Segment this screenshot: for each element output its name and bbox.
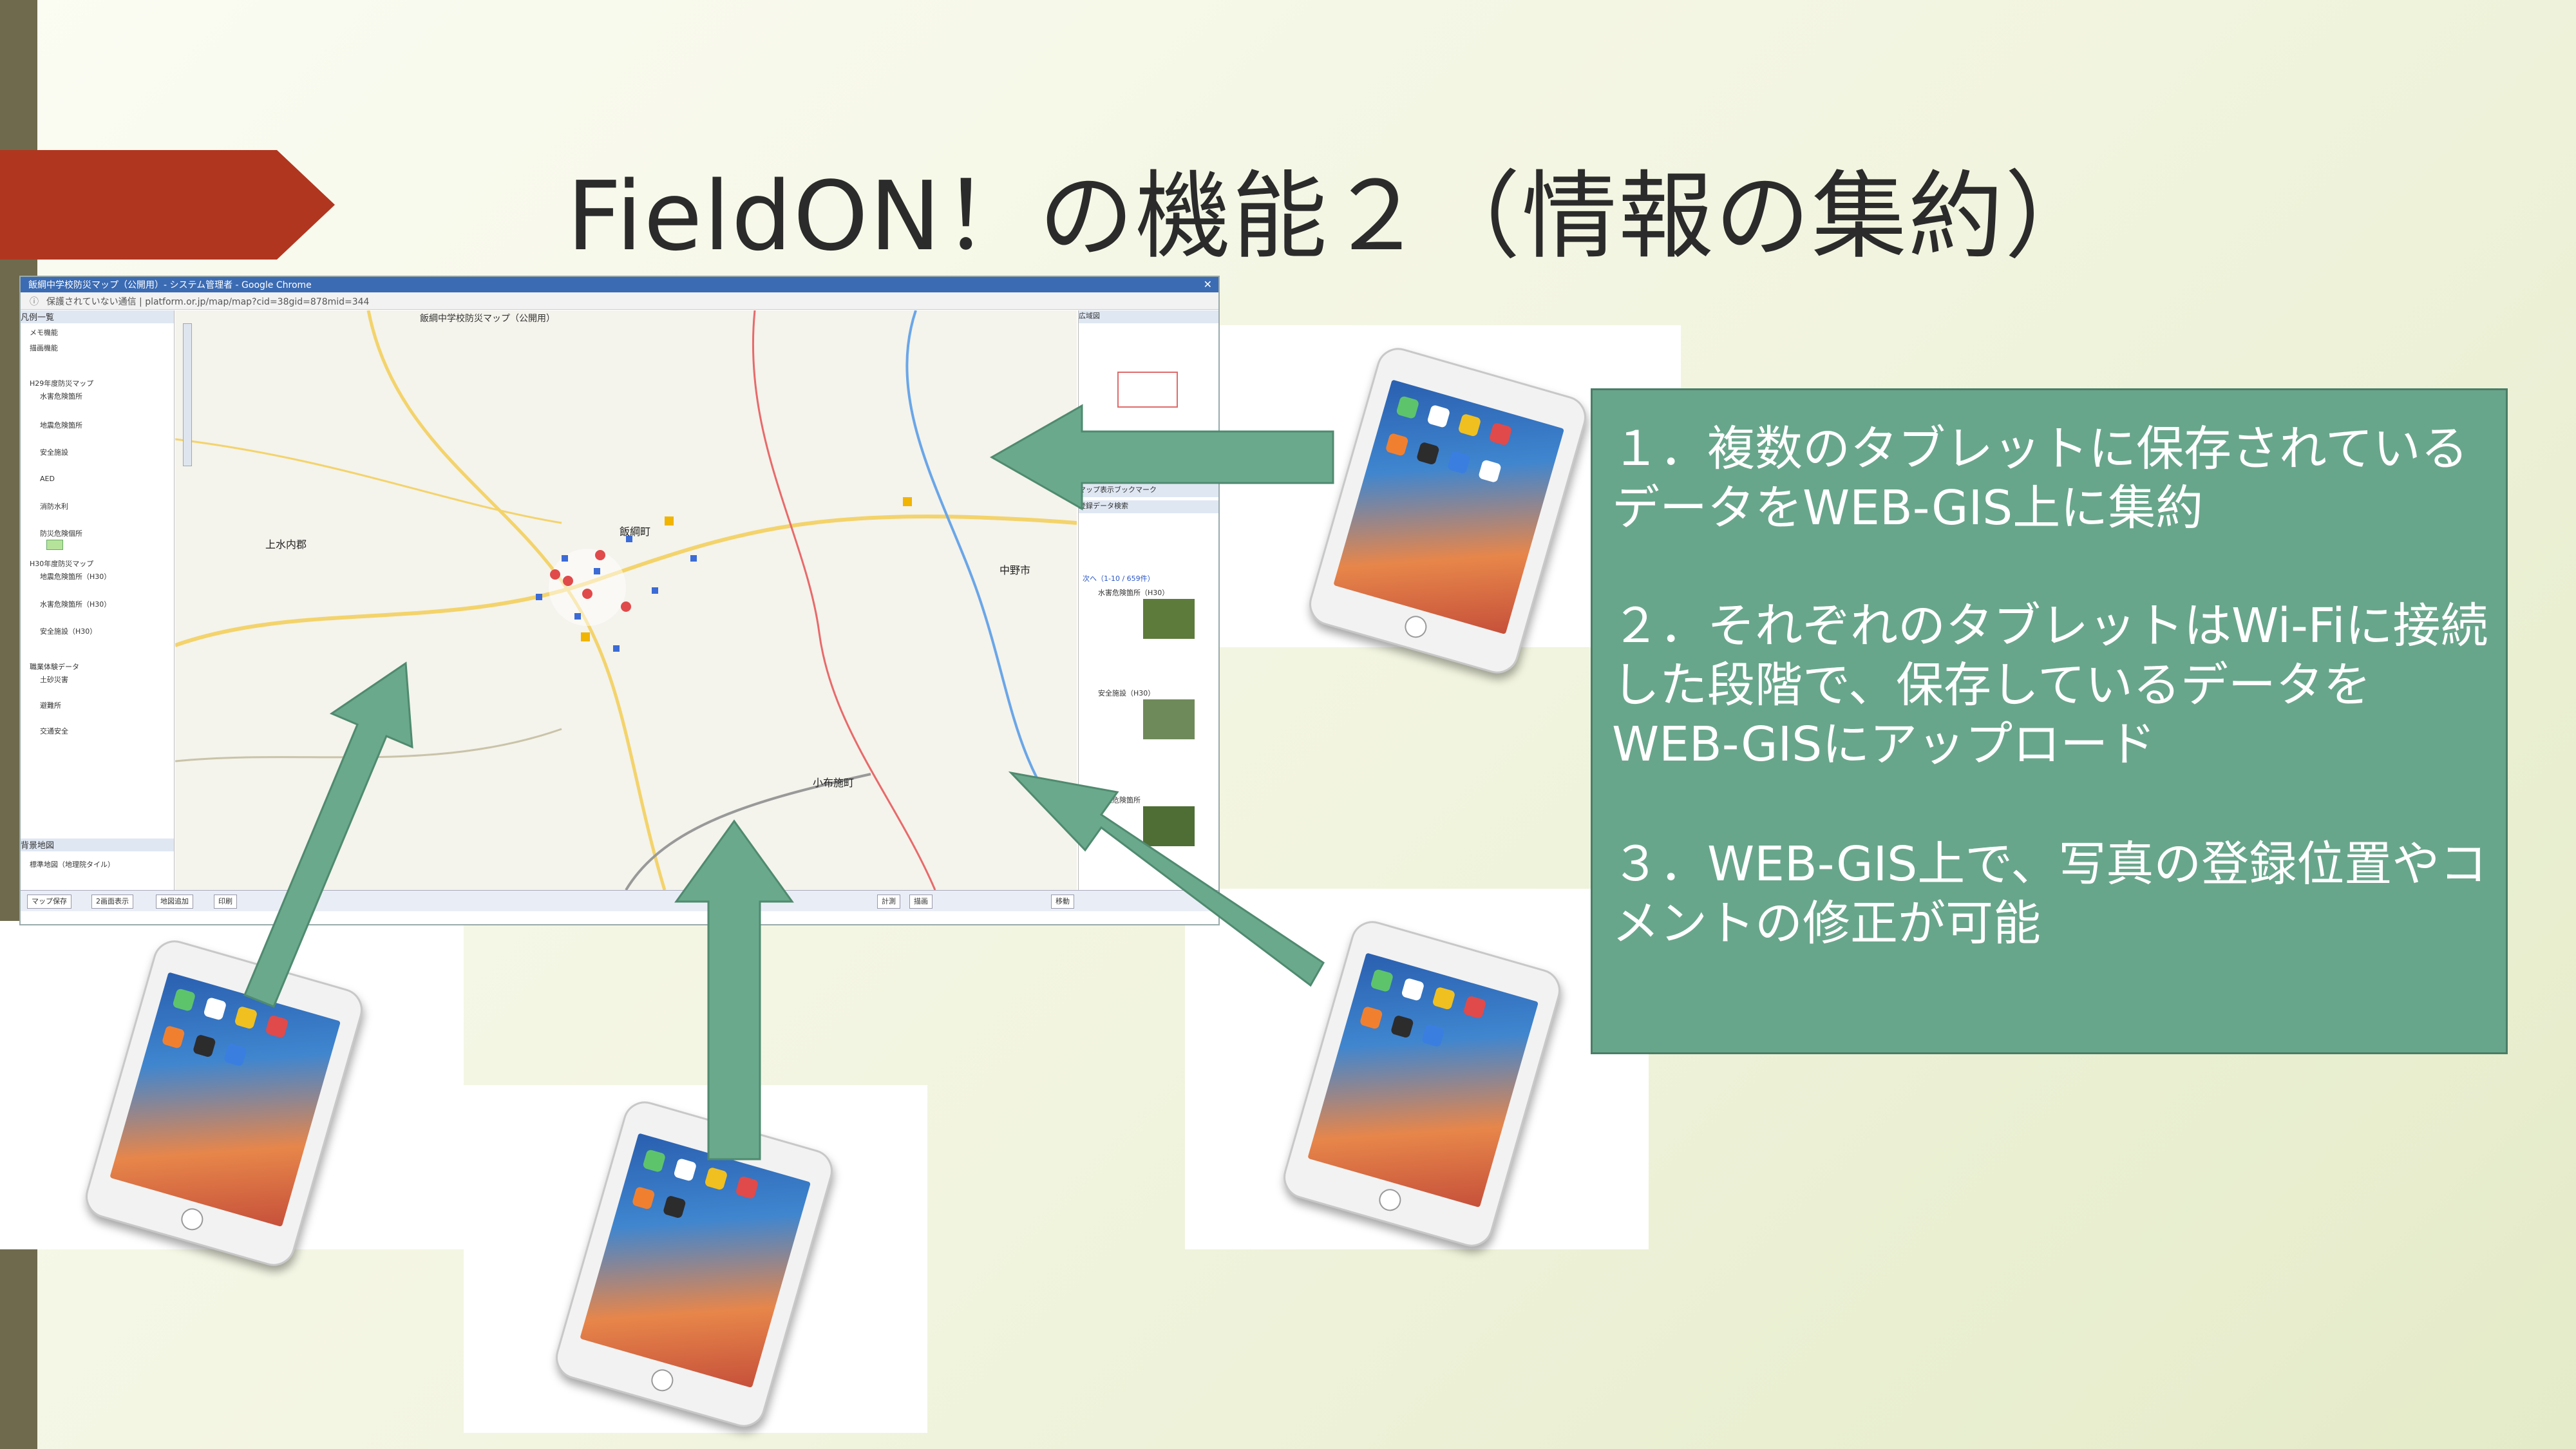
result-record[interactable]: 水害危険箇所（H30） [1098, 589, 1170, 597]
legend-item[interactable]: 消防水利 [40, 502, 68, 511]
result-photo[interactable] [1143, 699, 1195, 739]
webgis-screenshot: 飯綱中学校防災マップ（公開用）- システム管理者 - Google Chrome… [19, 276, 1220, 925]
legend-item[interactable]: 避難所 [40, 701, 61, 710]
title-arrow-shape [0, 150, 335, 260]
close-icon[interactable]: ✕ [1203, 278, 1212, 290]
legend-item[interactable]: 描画機能 [30, 344, 58, 352]
legend-panel: 凡例一覧 メモ機能 描画機能 H29年度防災マップ 水害危険箇所 地震危険箇所 … [21, 310, 175, 890]
info-box: １．複数のタブレットに保存されているデータをWEB-GIS上に集約 ２．それぞれ… [1591, 388, 2508, 1054]
browser-title: 飯綱中学校防災マップ（公開用）- システム管理者 - Google Chrome [28, 280, 312, 290]
legend-item[interactable]: AED [40, 475, 55, 483]
measure-button[interactable]: 計測 [877, 895, 900, 909]
legend-swatch [46, 540, 63, 550]
legend-item[interactable]: 防災危険個所 [40, 529, 82, 538]
print-button[interactable]: 印刷 [214, 895, 237, 909]
map-title: 飯綱中学校防災マップ（公開用） [420, 314, 555, 324]
map-roads [175, 310, 1077, 890]
browser-titlebar: 飯綱中学校防災マップ（公開用）- システム管理者 - Google Chrome… [21, 277, 1218, 292]
point-1: １．複数のタブレットに保存されているデータをWEB-GIS上に集約 [1612, 421, 2468, 536]
map-label-city: 上水内郡 [265, 538, 307, 551]
result-photo[interactable] [1143, 599, 1195, 639]
lock-icon: ⓘ [30, 297, 39, 307]
url-text: 保護されていない通信 | platform.or.jp/map/map?cid=… [46, 297, 370, 307]
draw-button[interactable]: 描画 [909, 895, 933, 909]
legend-item[interactable]: 交通安全 [40, 727, 68, 735]
legend-title: 凡例一覧 [21, 310, 174, 323]
map-canvas[interactable]: 上水内郡 飯綱町 中野市 小布施町 [175, 310, 1077, 890]
legend-item[interactable]: 安全施設 [40, 448, 68, 457]
slide-title: FieldON！の機能２（情報の集約） [567, 161, 2101, 272]
legend-item[interactable]: 職業体験データ [30, 663, 79, 671]
save-map-button[interactable]: マップ保存 [27, 895, 71, 909]
map-label-city: 小布施町 [813, 777, 855, 789]
move-button[interactable]: 移動 [1051, 895, 1074, 909]
result-record[interactable]: 安全施設（H30） [1098, 689, 1155, 697]
browser-urlbar[interactable]: ⓘ 保護されていない通信 | platform.or.jp/map/map?ci… [21, 292, 1218, 310]
map-label-city: 飯綱町 [620, 526, 651, 538]
legend-item[interactable]: 水害危険箇所 [40, 392, 82, 401]
legend-item[interactable]: メモ機能 [30, 328, 58, 337]
legend-item[interactable]: 安全施設（H30） [40, 627, 97, 636]
legend-item[interactable]: H30年度防災マップ [30, 560, 94, 568]
base-map-item[interactable]: 標準地図（地理院タイル） [30, 860, 115, 869]
bottom-toolbar: マップ保存 2画面表示 地図追加 印刷 計測 描画 移動 [21, 890, 1218, 911]
add-map-button[interactable]: 地図追加 [156, 895, 193, 909]
overview-map-title: 広域図 [1079, 310, 1218, 323]
overview-map[interactable] [1117, 372, 1178, 408]
zoom-slider[interactable] [183, 323, 192, 466]
legend-item[interactable]: 土砂災害 [40, 676, 68, 684]
point-3: ３．WEB-GIS上で、写真の登録位置やコメントの修正が可能 [1612, 837, 2488, 951]
legend-item[interactable]: 水害危険箇所（H30） [40, 600, 111, 609]
result-count[interactable]: 次へ（1-10 / 659件） [1083, 574, 1155, 583]
legend-item[interactable]: H29年度防災マップ [30, 379, 94, 388]
result-photo[interactable] [1143, 806, 1195, 846]
legend-item[interactable]: 地震危険箇所（H30） [40, 573, 111, 581]
search-title[interactable]: 登録データ検索 [1079, 500, 1218, 513]
point-2: ２．それぞれのタブレットはWi-Fiに接続した段階で、保存しているデータをWEB… [1612, 598, 2488, 772]
base-map-title: 背景地図 [21, 838, 174, 851]
bookmark-title[interactable]: マップ表示ブックマーク [1079, 484, 1218, 497]
split-view-button[interactable]: 2画面表示 [91, 895, 133, 909]
legend-item[interactable]: 地震危険箇所 [40, 421, 82, 430]
map-label-city: 中野市 [999, 564, 1031, 576]
